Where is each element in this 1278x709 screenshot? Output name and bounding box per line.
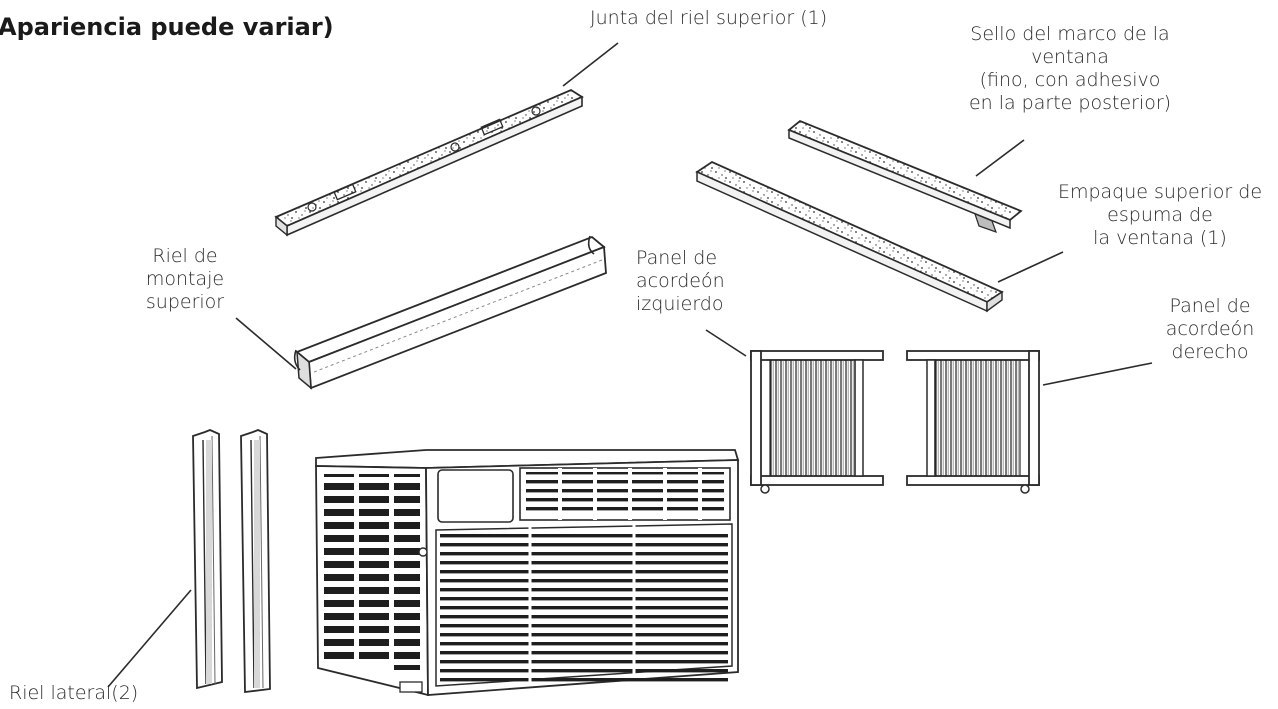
- air-conditioner-unit: [315, 449, 740, 697]
- top-mounting-rail: [293, 235, 607, 390]
- label-top-foam-gasket: Empaque superior de espuma de la ventana…: [1057, 181, 1263, 249]
- leader-lines: [107, 42, 1153, 688]
- label-window-frame-seal: Sello del marco de la ventana (fino, con…: [968, 23, 1172, 114]
- side-rail-right: [240, 429, 271, 694]
- top-rail-gasket: [274, 88, 584, 237]
- label-top-rail-gasket: Junta del riel superior (1): [590, 7, 828, 29]
- left-accordion-panel: [750, 350, 884, 494]
- side-rail-left: [192, 429, 223, 690]
- right-accordion-panel: [906, 350, 1040, 494]
- label-left-accordion-panel: Panel de acordeón izquierdo: [636, 247, 725, 315]
- top-foam-window-gasket: [695, 160, 1004, 313]
- label-side-rail: Riel lateral(2): [9, 682, 139, 704]
- window-frame-seal: [787, 119, 1023, 233]
- label-right-accordion-panel: Panel de acordeón derecho: [1165, 295, 1255, 363]
- page-heading: Apariencia puede variar): [0, 13, 334, 41]
- label-top-mounting-rail: Riel de montaje superior: [145, 245, 225, 313]
